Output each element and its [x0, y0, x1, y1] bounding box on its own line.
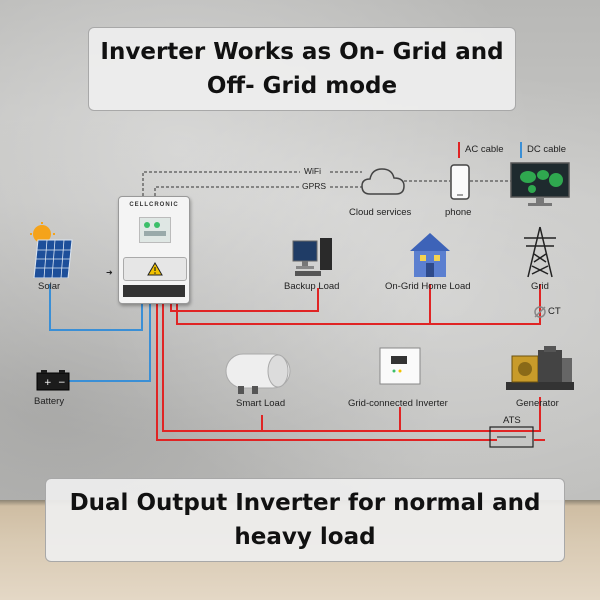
water-heater-icon: [225, 353, 291, 394]
generator-label: Generator: [516, 398, 559, 409]
monitor-icon: [510, 162, 570, 206]
solar-panel-icon: [30, 222, 73, 278]
wifi-label: WiFi: [304, 166, 321, 176]
inverter-unit: CELLCRONIC: [118, 196, 190, 304]
cloud-icon: [361, 168, 405, 195]
title-line-2: Off- Grid mode: [206, 73, 398, 99]
arrow-right-icon: ➜: [106, 268, 113, 277]
ats-label: ATS: [503, 415, 521, 426]
footer-line-1: Dual Output Inverter for normal and: [69, 490, 541, 516]
backup-load-label: Backup Load: [284, 281, 340, 292]
inverter-panel: [123, 257, 187, 281]
gprs-label: GPRS: [302, 181, 327, 191]
home-load-label: On-Grid Home Load: [385, 281, 471, 292]
ac-cable-legend-label: AC cable: [465, 144, 504, 155]
footer-banner: Dual Output Inverter for normal and heav…: [45, 478, 565, 562]
computer-icon: [292, 238, 332, 276]
title-banner: Inverter Works as On- Grid and Off- Grid…: [88, 27, 516, 111]
generator-icon: [506, 346, 574, 390]
svg-text:+: +: [44, 378, 52, 388]
wifi-link-line: [142, 171, 300, 196]
ac-ats-cable: [156, 300, 497, 441]
battery-label: Battery: [34, 396, 65, 407]
phone-label: phone: [445, 207, 472, 218]
svg-text:−: −: [58, 378, 66, 388]
power-tower-icon: [524, 226, 556, 278]
solar-label: Solar: [38, 281, 61, 292]
ats-box: [489, 426, 534, 448]
warning-icon: [147, 262, 163, 276]
battery-icon: + −: [36, 370, 70, 391]
title-line-1: Inverter Works as On- Grid and: [100, 39, 504, 65]
grid-label: Grid: [531, 281, 549, 292]
ac-backup-load-cable: [170, 288, 319, 312]
inverter-terminals: [123, 285, 185, 297]
dc-battery-cable: [68, 300, 151, 382]
inverter-display: [139, 217, 171, 243]
smart-load-label: Smart Load: [236, 398, 286, 409]
grid-inverter-label: Grid-connected Inverter: [348, 398, 448, 409]
footer-line-2: heavy load: [234, 524, 376, 550]
home-icon: [410, 233, 450, 277]
inverter-brand-label: CELLCRONIC: [129, 202, 179, 208]
dc-cable-legend-label: DC cable: [527, 144, 567, 155]
ac-grid-cable: [176, 284, 541, 325]
ac-smart-load-cable: [162, 300, 263, 432]
ac-generator-cable: [262, 397, 541, 432]
gprs-link-line: [154, 186, 300, 196]
grid-inverter-icon: [379, 347, 421, 385]
ct-label: CT: [548, 306, 561, 317]
cloud-services-label: Cloud services: [349, 207, 412, 218]
ct-sensor-icon: [534, 306, 546, 318]
phone-icon: [450, 164, 470, 200]
dc-solar-cable: [49, 284, 143, 331]
